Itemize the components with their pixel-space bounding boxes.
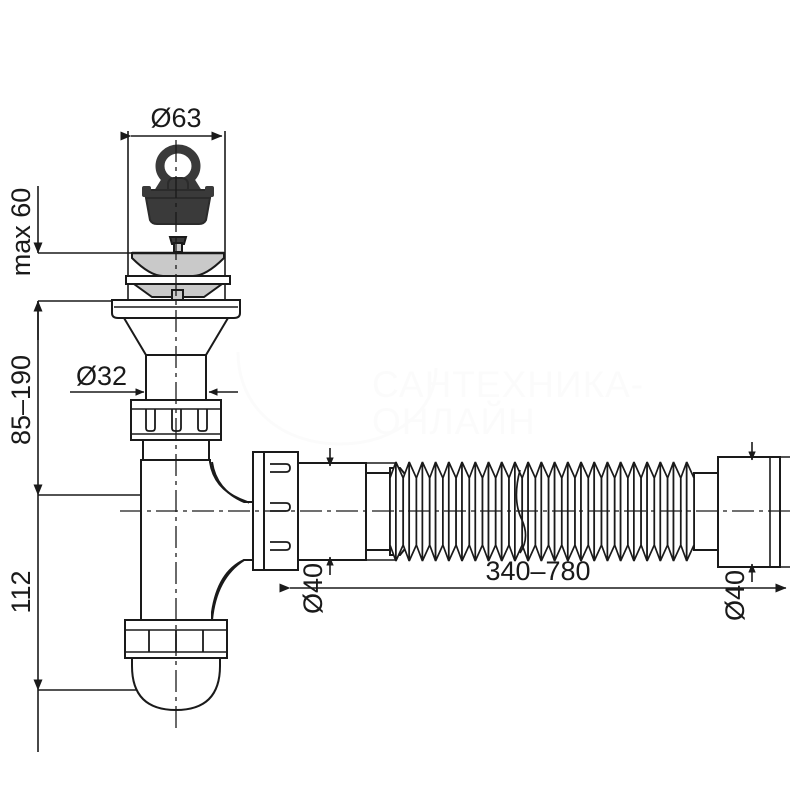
strainer-plate	[125, 275, 231, 285]
centerlines	[120, 140, 790, 730]
label-diameter-63: Ø63	[150, 103, 201, 133]
watermark-line-2: ОНЛАЙН	[372, 400, 536, 442]
label-hose-length: 340–780	[485, 556, 590, 586]
waste-flange	[111, 299, 241, 319]
drain-plug-assembly	[142, 144, 214, 225]
plug-lug-left	[142, 186, 151, 197]
hose-flex-kink	[515, 469, 527, 554]
label-diameter-32: Ø32	[76, 361, 127, 391]
label-diameter-40-right: Ø40	[720, 570, 750, 621]
plug-lug-right	[205, 186, 214, 197]
plug-body	[144, 197, 212, 225]
diameter-40-right-dimension	[720, 442, 790, 582]
watermark-group: САНТЕХНИКА- ОНЛАЙН	[236, 351, 644, 446]
strainer-screw-shank	[173, 242, 183, 253]
strainer-assembly	[125, 236, 231, 306]
diameter-63-dimension	[120, 131, 226, 300]
label-max-60: max 60	[6, 188, 36, 277]
label-85-190: 85–190	[6, 355, 36, 445]
label-112: 112	[6, 570, 36, 613]
diameter-40-left-dimension	[300, 448, 395, 575]
hose-corrugation	[428, 461, 437, 562]
watermark-line-1: САНТЕХНИКА-	[372, 364, 644, 405]
trap-bottle-body	[124, 459, 266, 712]
hose-corrugation	[653, 461, 662, 562]
